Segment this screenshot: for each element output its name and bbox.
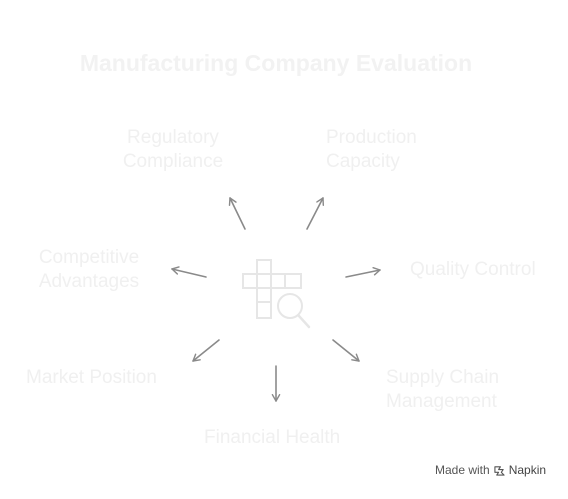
label-line: Financial Health	[204, 427, 341, 448]
label-line: Capacity	[326, 151, 400, 172]
arrow-to-competitive-advantages	[171, 266, 207, 278]
napkin-brand-text: Napkin	[508, 463, 547, 477]
label-line: Competitive	[38, 247, 140, 268]
label-competitive-advantages: Competitive Advantages	[30, 246, 148, 294]
label-line: Compliance	[122, 151, 224, 172]
label-supply-chain-management: Supply Chain Management	[386, 366, 516, 414]
made-with-text: Made with	[435, 463, 490, 477]
label-line: Supply Chain	[386, 367, 500, 388]
arrow-to-quality-control	[345, 267, 381, 278]
puzzle-block	[256, 273, 272, 289]
puzzle-magnifier-icon	[242, 259, 311, 329]
page-title: Manufacturing Company Evaluation	[79, 50, 473, 76]
puzzle-block	[242, 273, 258, 289]
label-line: Advantages	[38, 271, 140, 292]
puzzle-block	[256, 259, 272, 275]
puzzle-block	[270, 273, 286, 289]
label-regulatory-compliance: Regulatory Compliance	[118, 126, 228, 174]
puzzle-block	[284, 273, 302, 289]
label-production-capacity: Production Capacity	[326, 126, 446, 174]
arrow-to-production-capacity	[306, 197, 325, 230]
magnifier-handle	[297, 314, 311, 329]
arrow-to-market-position	[192, 339, 220, 362]
label-financial-health: Financial Health	[204, 426, 364, 450]
puzzle-block	[256, 301, 272, 319]
napkin-logo-icon	[494, 465, 505, 476]
label-market-position: Market Position	[26, 366, 176, 390]
puzzle-block	[256, 287, 272, 303]
label-line: Market Position	[26, 367, 157, 388]
label-line: Production	[326, 127, 417, 148]
label-line: Management	[386, 391, 497, 412]
magnifier-lens	[277, 293, 303, 319]
arrow-to-regulatory-compliance	[228, 197, 246, 230]
footer-attribution: Made with Napkin	[435, 463, 546, 477]
label-line: Regulatory	[127, 127, 219, 148]
label-line: Quality Control	[410, 259, 536, 280]
label-quality-control: Quality Control	[410, 258, 560, 282]
arrow-to-supply-chain-management	[332, 339, 360, 362]
